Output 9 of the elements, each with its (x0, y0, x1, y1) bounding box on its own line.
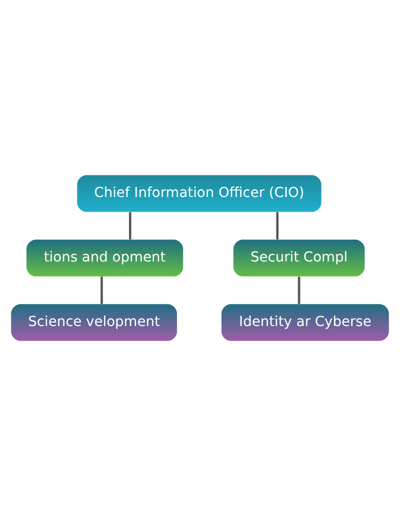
node-box: Chief Information Officer (CIO) (77, 175, 322, 212)
node-box: Science velopment (11, 304, 177, 341)
node-box: Securit Compl (233, 240, 365, 276)
connector (276, 212, 279, 240)
connector (128, 212, 132, 240)
node-box: tions and opment (26, 240, 184, 276)
connector (298, 276, 300, 304)
node-box: Identity ar Cyberse (222, 304, 389, 341)
connector (100, 276, 103, 304)
